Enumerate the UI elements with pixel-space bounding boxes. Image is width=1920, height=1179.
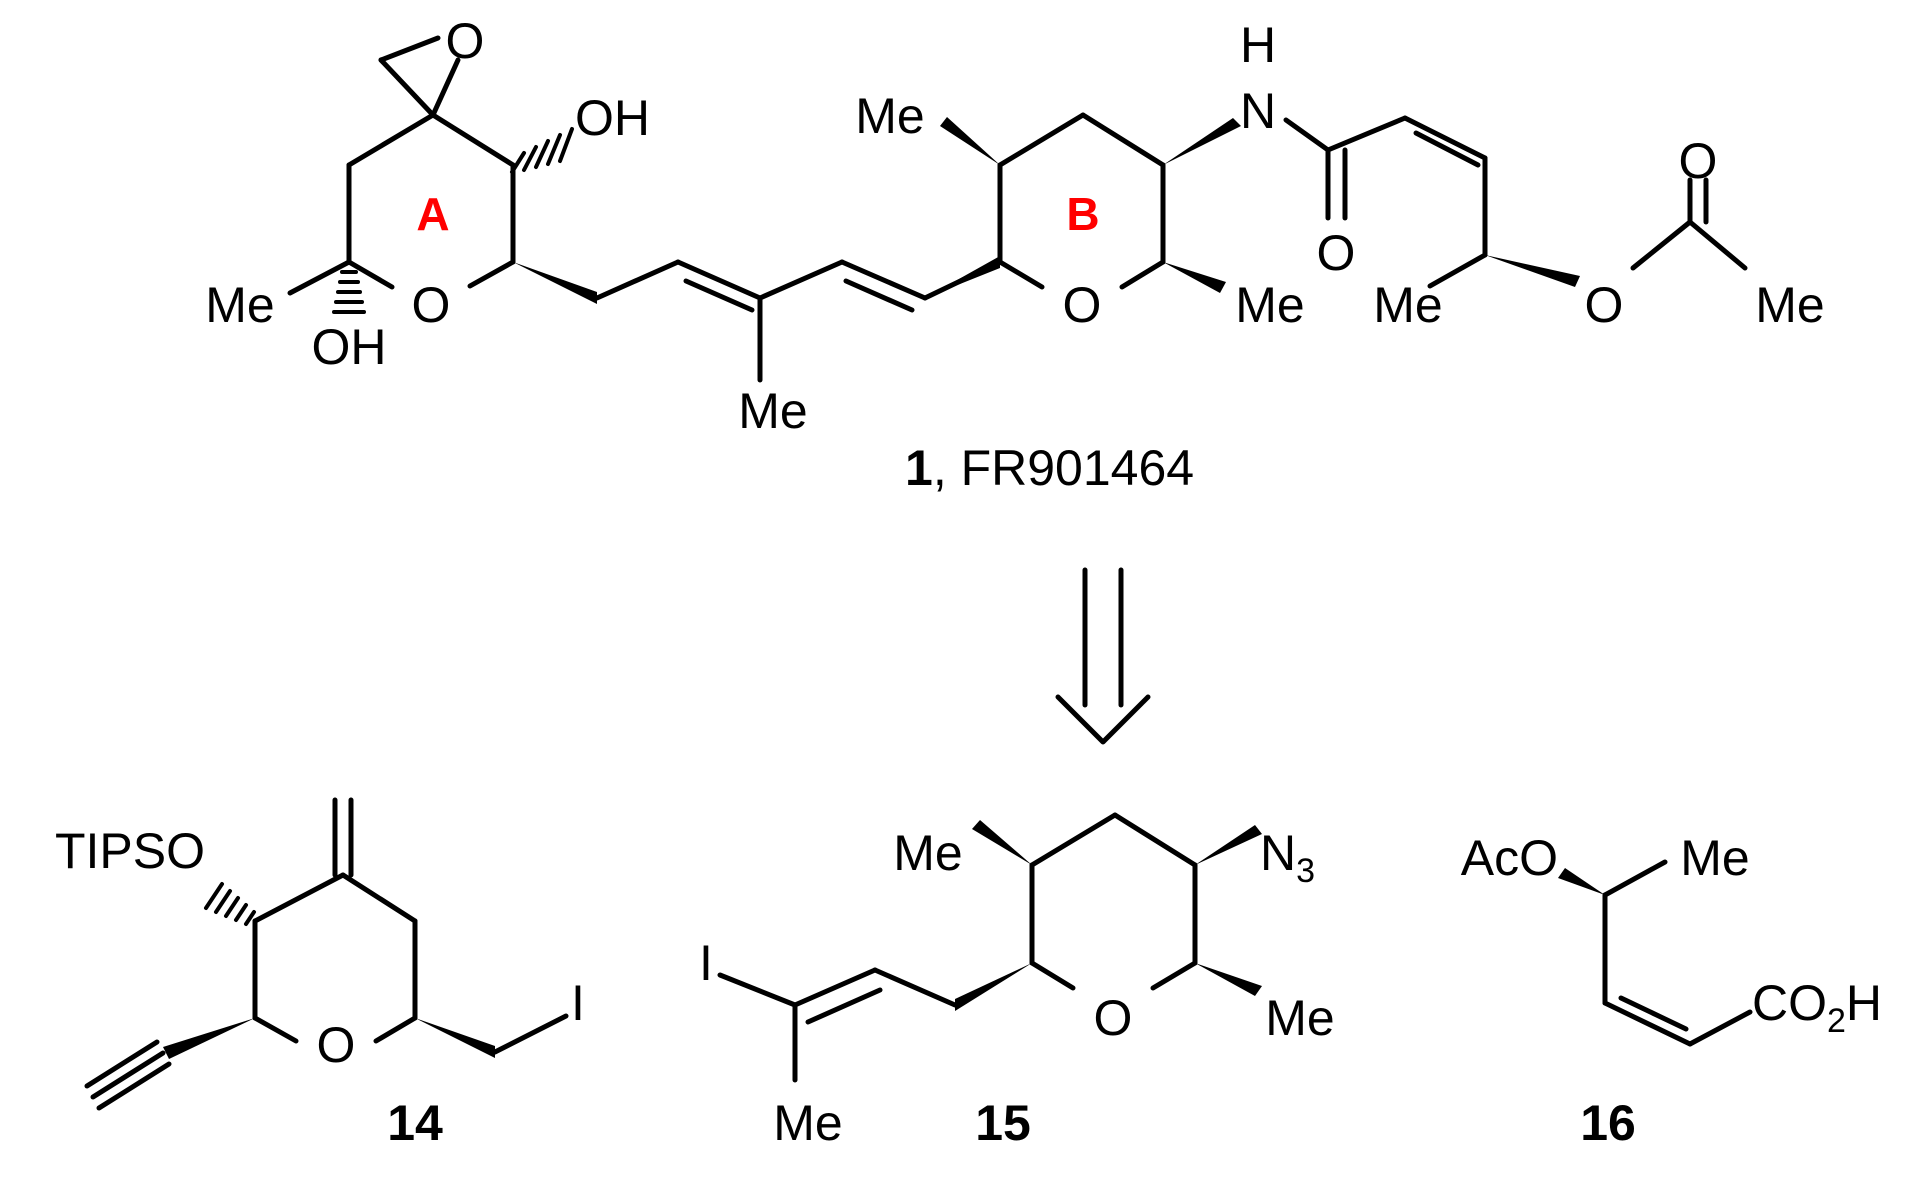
hydroxyl-top: OH — [575, 90, 650, 146]
amide-carbonyl-oxygen: O — [1317, 225, 1356, 281]
methyl-side-chain: Me — [1373, 277, 1442, 333]
epoxide-oxygen: O — [446, 13, 485, 69]
ring-oxygen-14: O — [317, 1017, 356, 1073]
ring-a-oxygen: O — [412, 277, 451, 333]
methyl-ring-a: Me — [205, 277, 274, 333]
methyl-diene: Me — [738, 383, 807, 439]
iodine-14: I — [571, 975, 585, 1031]
compound-1-caption: 1, FR901464 — [905, 440, 1194, 496]
ring-oxygen-15: O — [1094, 990, 1133, 1046]
compound-15-structure: Me N3 I Me O Me — [699, 812, 1335, 1151]
methyl-ring-b-bottom: Me — [1235, 277, 1304, 333]
hydroxyl-bottom: OH — [312, 319, 387, 375]
methyl-16: Me — [1680, 830, 1749, 886]
ester-oxygen: O — [1585, 277, 1624, 333]
compound-14-label: 14 — [387, 1095, 443, 1151]
compound-16-label: 16 — [1580, 1095, 1636, 1151]
methyl-acetyl: Me — [1755, 277, 1824, 333]
amide-hydrogen: H — [1240, 17, 1276, 73]
tipso-group: TIPSO — [55, 823, 205, 879]
compound-1-structure: A B O OH OH Me O Me Me H N O Me O Me O O… — [205, 13, 1824, 439]
compound-14-structure: TIPSO O I — [55, 797, 585, 1111]
methyl-bottom-15: Me — [1265, 990, 1334, 1046]
carboxylic-acid-16: CO2H — [1752, 975, 1882, 1040]
methyl-vinyl-15: Me — [773, 1095, 842, 1151]
methyl-ring-b-top: Me — [855, 88, 924, 144]
retrosynthetic-arrow — [1055, 567, 1151, 745]
acetyl-carbonyl-oxygen: O — [1679, 133, 1718, 189]
ring-a-label: A — [416, 188, 449, 240]
ring-b-oxygen: O — [1063, 277, 1102, 333]
methyl-top-15: Me — [893, 825, 962, 881]
acetoxy-group-16: AcO — [1461, 830, 1558, 886]
ring-b-label: B — [1066, 188, 1099, 240]
compound-16-structure: AcO Me CO2H — [1461, 830, 1882, 1047]
azide-group-15: N3 — [1260, 825, 1315, 890]
amide-nitrogen: N — [1240, 83, 1276, 139]
compound-15-label: 15 — [975, 1095, 1031, 1151]
iodine-15: I — [699, 935, 713, 991]
